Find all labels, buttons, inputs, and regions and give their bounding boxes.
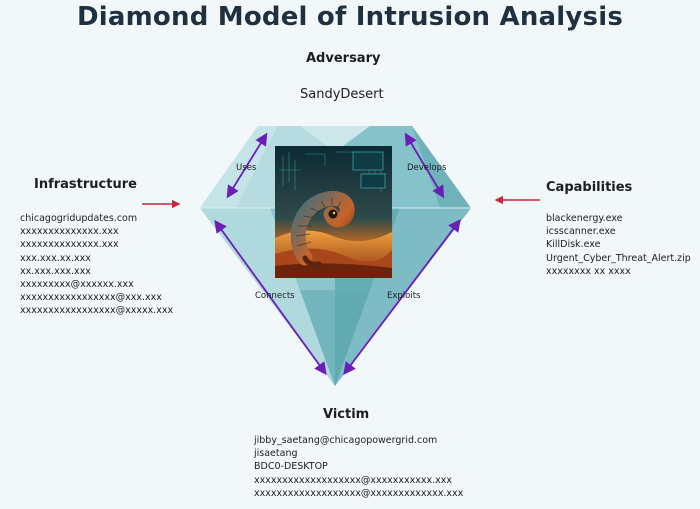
infrastructure-list: chicagogridupdates.com xxxxxxxxxxxxxx.xx…: [20, 212, 173, 318]
page-title: Diamond Model of Intrusion Analysis: [77, 2, 623, 32]
develops-arrow: [404, 132, 445, 199]
adversary-heading: Adversary: [306, 51, 381, 66]
list-item: xxxxxxxxxxxxxxxxxxx@xxxxxxxxxxxxx.xxx: [254, 487, 464, 499]
exploits-arrow: [343, 218, 461, 376]
connects-arrow: [214, 219, 327, 376]
list-item: xxxxxxxxxxxxxxxxxxx@xxxxxxxxxxx.xxx: [254, 474, 453, 486]
list-item: xxxxxxxx xx xxxx: [546, 265, 631, 277]
exploits-label: Exploits: [387, 291, 421, 301]
adversary-name: SandyDesert: [300, 87, 384, 102]
list-item: chicagogridupdates.com: [20, 213, 138, 224]
list-item: xxxxxxxxxxxxxx.xxx: [20, 226, 119, 238]
victim-list: jibby_saetang@chicagopowergrid.com jisae…: [254, 434, 463, 500]
capabilities-list: blackenergy.exe icsscanner.exe KillDisk.…: [546, 212, 691, 278]
list-item: xxxxxxxxx@xxxxxx.xxx: [20, 279, 134, 291]
list-item: Urgent_Cyber_Threat_Alert.zip: [546, 252, 691, 264]
list-item: xxxxxxxxxxxxxxxxx@xxx.xxx: [20, 292, 162, 304]
victim-heading: Victim: [323, 407, 370, 422]
list-item: jibby_saetang@chicagopowergrid.com: [254, 435, 438, 446]
capabilities-heading: Capabilities: [546, 180, 633, 195]
uses-arrow: [226, 132, 268, 199]
list-item: blackenergy.exe: [546, 213, 623, 224]
list-item: jisaetang: [254, 448, 298, 460]
connects-label: Connects: [255, 291, 295, 301]
list-item: xxx.xxx.xx.xxx: [20, 252, 91, 264]
list-item: icsscanner.exe: [546, 226, 616, 238]
list-item: BDC0-DESKTOP: [254, 461, 328, 473]
uses-label: Uses: [236, 163, 257, 173]
develops-label: Develops: [407, 163, 447, 173]
list-item: xxxxxxxxxxxxxxxxx@xxxxx.xxx: [20, 305, 174, 317]
sandworm-illustration: [275, 146, 392, 278]
infrastructure-heading: Infrastructure: [34, 177, 137, 192]
list-item: KillDisk.exe: [546, 239, 601, 251]
list-item: xxxxxxxxxxxxxx.xxx: [20, 239, 119, 251]
list-item: xx.xxx.xxx.xxx: [20, 265, 91, 277]
